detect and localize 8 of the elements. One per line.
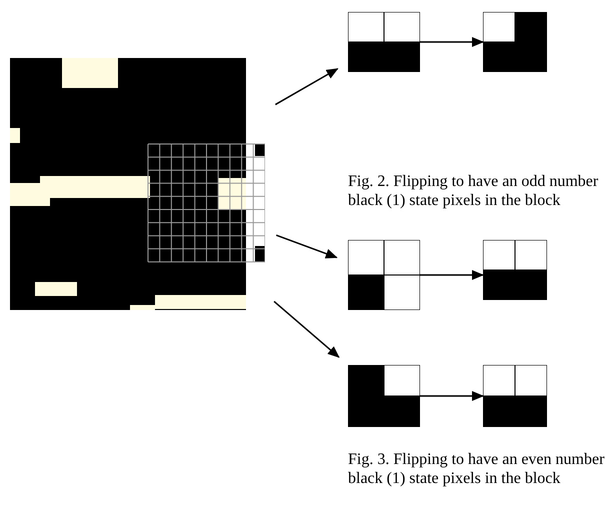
figure-caption: Fig. 2. Flipping to have an odd number black (1) state pixels in the block (348, 172, 600, 210)
arrow (274, 300, 340, 358)
arrow (420, 391, 484, 401)
arrow (276, 234, 338, 258)
arrow (275, 68, 338, 106)
arrow (420, 270, 484, 280)
arrow (420, 37, 484, 47)
figure-caption: Fig. 3. Flipping to have an even number black (1) state pixels in the block (348, 450, 605, 488)
